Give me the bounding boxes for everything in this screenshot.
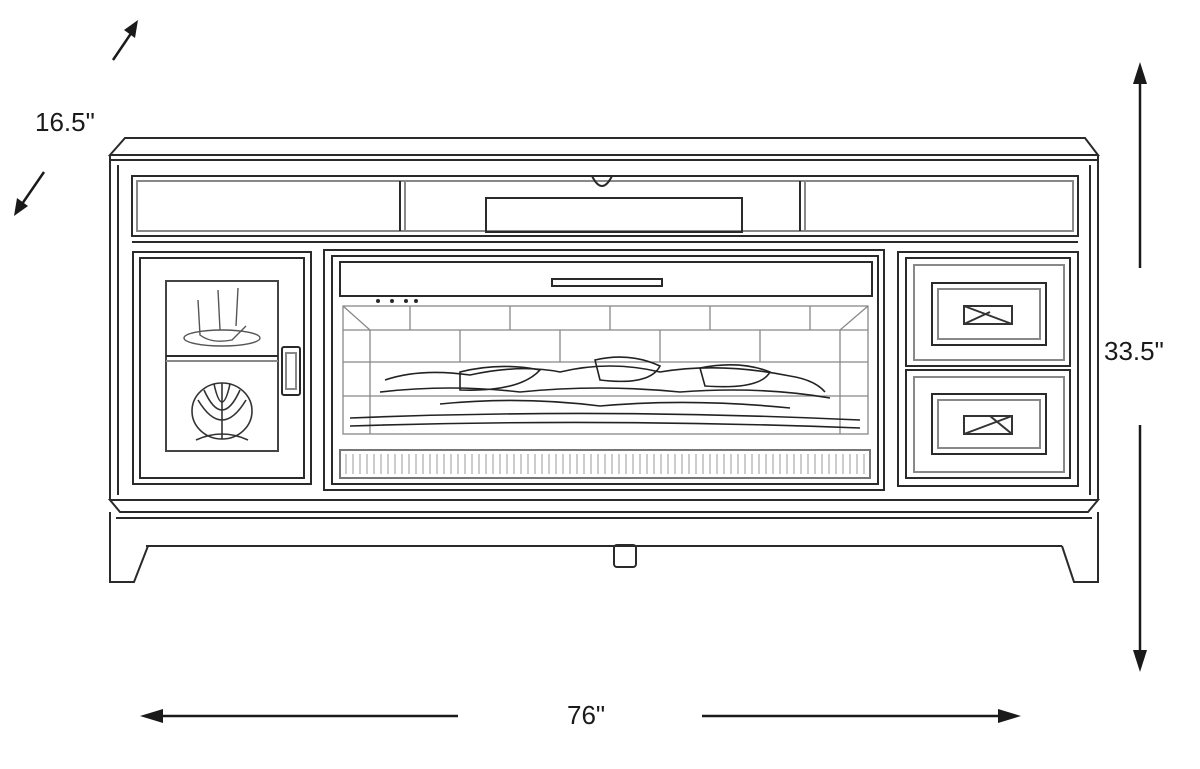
left-door-handle — [281, 346, 301, 396]
left-leg — [109, 512, 149, 583]
decorative-glass — [183, 287, 261, 347]
lower-drawer-handle — [931, 393, 1047, 455]
console-top — [107, 137, 1101, 156]
lower-drawer — [905, 369, 1071, 479]
depth-arrow-down-left-icon — [14, 171, 46, 216]
right-drawer-frame — [897, 251, 1079, 487]
fireplace-buttons — [376, 299, 418, 303]
decorative-vase — [191, 382, 253, 441]
console-base — [107, 499, 1101, 513]
width-arrow-left-icon — [140, 709, 458, 723]
left-glass-door — [132, 251, 312, 485]
center-knob — [613, 544, 637, 568]
right-leg — [1061, 512, 1099, 583]
upper-drawer-handle — [931, 282, 1047, 346]
height-arrow-up-icon — [1133, 62, 1147, 268]
wire-notch — [591, 175, 613, 187]
fireplace-frame — [323, 249, 885, 491]
width-arrow-right-icon — [702, 709, 1021, 723]
fireplace-vent — [551, 278, 663, 287]
depth-dimension-label: 16.5" — [35, 107, 95, 137]
width-dimension-label: 76" — [567, 700, 606, 730]
grille-slats — [345, 454, 865, 474]
height-arrow-down-icon — [1133, 425, 1147, 672]
depth-arrow-up-right-icon — [111, 20, 138, 61]
shelf-center-panel — [485, 197, 743, 233]
upper-shelf — [131, 175, 1079, 237]
fireplace-logs — [349, 356, 861, 429]
upper-drawer — [905, 257, 1071, 367]
fireplace-grille — [339, 449, 871, 479]
tv-console-fireplace — [107, 137, 1101, 583]
height-dimension-label: 33.5" — [1104, 336, 1164, 366]
firebox-brick — [342, 305, 869, 435]
